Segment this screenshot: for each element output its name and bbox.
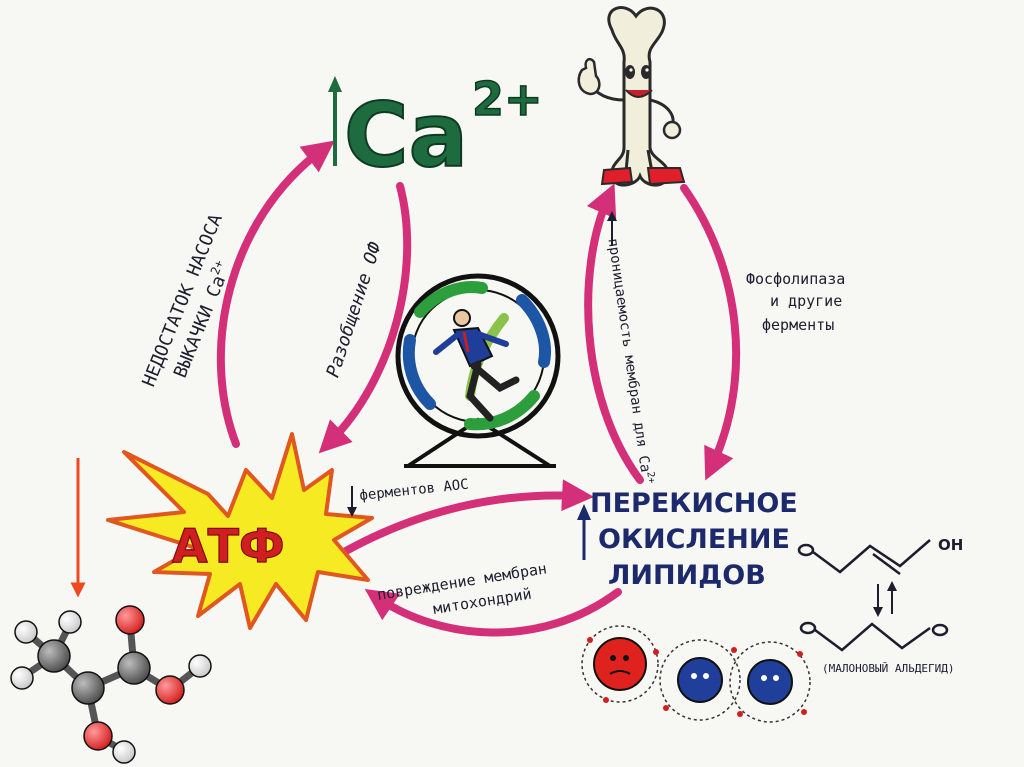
atp-label: АТФ [172,519,285,573]
calcium-increase-arrowhead [328,76,342,92]
uncoupling-text: Разобщение ОФ [323,239,387,380]
permeability-arrow [584,183,644,484]
oh-label: OH [938,536,963,554]
uncoupling-arrow [318,182,412,454]
lpo-node: ПЕРЕКИСНОЕ ОКИСЛЕНИЕ ЛИПИДОВ [577,488,798,591]
uncoupling-label: Разобщение ОФ [323,239,387,380]
aos-enzymes-text: ферментов АОС [359,477,470,504]
atp-star [106,432,374,630]
phospholipase-line1: Фосфолипаза [746,270,845,288]
pump-deficit-label: НЕДОСТАТОК НАСОСА ВЫКАЧКИ Ca2+ [138,211,230,390]
permeability-sup: 2+ [644,471,657,484]
phospholipase-label: Фосфолипаза и другие ферменты [746,270,845,334]
permeability-label: проницаемость мембран для Ca2+ [604,211,657,485]
calcium-node: Ca 2+ [328,71,543,188]
lpo-line2: ОКИСЛЕНИЕ [598,524,790,555]
atp-to-lpo-arrow [340,479,594,556]
radical-atoms-icon [581,625,811,723]
malonic-caption: (МАЛОНОВЫЙ АЛЬДЕГИД) [822,662,954,675]
lpo-increase-arrowhead [577,504,591,520]
phospholipase-arrow [680,184,741,481]
lpo-line1: ПЕРЕКИСНОЕ [590,488,798,519]
runner-wheel-icon [395,273,561,468]
svg-text:проницаемость мембран для Ca2+: проницаемость мембран для Ca2+ [604,237,656,485]
hydroxy-enal-structure: OH [797,536,963,576]
calcium-charge: 2+ [472,72,543,126]
phospholipase-line2: и другие [770,292,842,310]
atp-node: АТФ [106,432,374,630]
calcium-label: Ca [344,84,468,187]
mito-damage-arrow [364,588,622,637]
bone-mascot-icon [577,6,686,187]
lpo-line3: ЛИПИДОВ [608,560,766,591]
malonic-aldehyde-structure: (МАЛОНОВЫЙ АЛЬДЕГИД) [799,621,954,675]
equilibrium-arrows [873,581,897,617]
pump-deficit-sup: 2+ [208,258,226,277]
pyruvate-molecule-icon [10,605,212,764]
pump-deficit-arrow [216,140,335,448]
phospholipase-line3: ферменты [762,316,834,334]
